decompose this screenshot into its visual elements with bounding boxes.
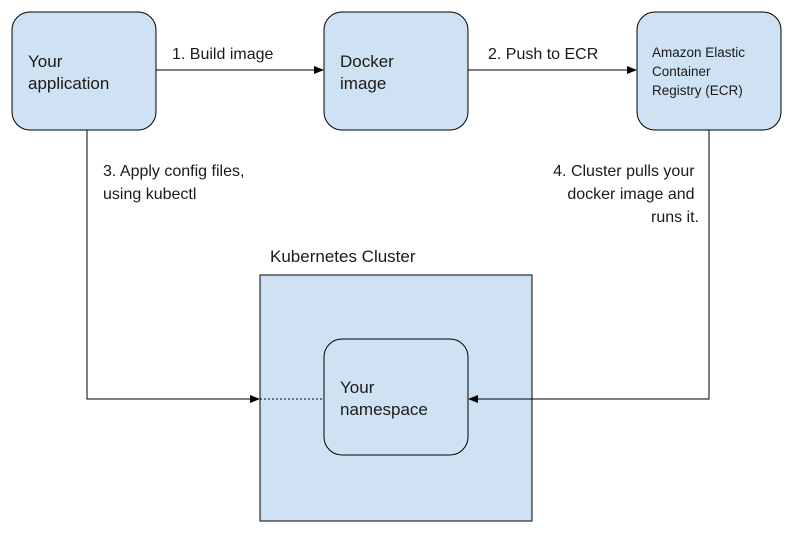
apply-config-label: 3. Apply config files, using kubectl bbox=[103, 163, 249, 203]
build-image-label: 1. Build image bbox=[172, 46, 273, 63]
kubernetes-cluster-label: Kubernetes Cluster bbox=[270, 247, 416, 266]
docker-image-label: Docker image bbox=[340, 52, 399, 93]
push-to-ecr-label: 2. Push to ECR bbox=[488, 46, 598, 63]
your-namespace-node bbox=[323, 338, 469, 456]
ecr-label: Amazon Elastic Container Registry (ECR) bbox=[652, 45, 749, 98]
cluster-pull-label: 4. Cluster pulls your docker image and r… bbox=[553, 163, 699, 226]
your-application-label: Your application bbox=[28, 52, 109, 93]
your-namespace-label: Your namespace bbox=[340, 378, 428, 419]
your-application-node bbox=[11, 11, 157, 131]
cluster-pull-connector bbox=[468, 130, 710, 403]
docker-image-node bbox=[323, 11, 469, 131]
apply-config-connector bbox=[86, 130, 260, 403]
